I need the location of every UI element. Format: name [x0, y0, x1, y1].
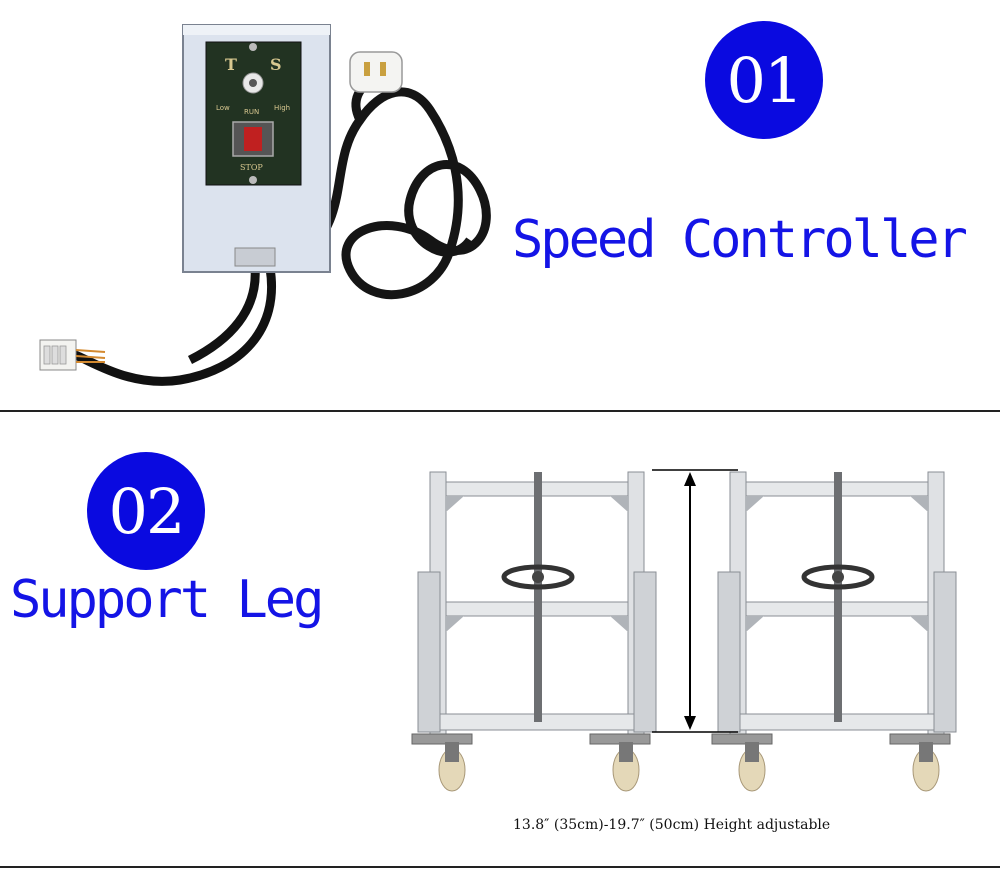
section-divider	[0, 866, 1000, 868]
panel-run-label: RUN	[244, 108, 259, 116]
panel-letter-t: T	[225, 55, 237, 74]
speed-controller-image: T S Low RUN High STOP	[39, 24, 491, 386]
support-leg-image	[400, 469, 990, 847]
section-title: Support Leg	[10, 570, 324, 630]
section-title: Speed Controller	[512, 210, 968, 270]
section-support-leg: 02 Support Leg	[0, 412, 1000, 864]
section-number-badge: 02	[87, 452, 205, 570]
section-speed-controller: T S Low RUN High STOP 01 Speed Controlle…	[0, 0, 1000, 411]
section-number-badge: 01	[705, 21, 823, 139]
panel-low-label: Low	[216, 104, 230, 112]
section-divider	[0, 410, 1000, 412]
panel-stop-label: STOP	[240, 163, 263, 172]
height-caption: 13.8″ (35cm)-19.7″ (50cm) Height adjusta…	[513, 817, 831, 833]
panel-letter-s: S	[270, 55, 282, 74]
panel-high-label: High	[274, 104, 290, 112]
